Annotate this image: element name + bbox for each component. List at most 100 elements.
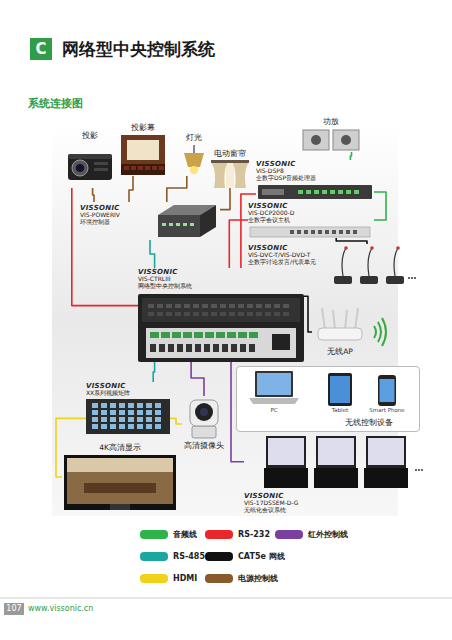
pc-illustration (249, 371, 299, 405)
central-controller: VISSONICVIS-CTRLIII网络型中央控制系统 (138, 268, 304, 362)
light: 灯光 (176, 134, 212, 176)
pc: PC (245, 371, 303, 415)
brand-name: VISSONIC (86, 382, 170, 390)
cable-connector (93, 188, 94, 202)
lamp-illustration (181, 145, 207, 175)
cable-connector (170, 418, 182, 424)
legend-text: CAT5e 网线 (238, 552, 308, 562)
dcp-illustration (250, 227, 370, 237)
cable-connector (153, 362, 154, 382)
model-number: VIS-CTRLIII (138, 276, 258, 283)
website: www.vissonic.cn (28, 603, 138, 615)
dsp-processor: VISSONICVIS-DSP8全数字DSP音频处理器 (256, 160, 374, 200)
brand-name: VISSONIC (256, 160, 356, 168)
legend-text: 红外控制线 (308, 530, 378, 540)
mics-illustration (330, 246, 416, 286)
device-label: PC (245, 407, 303, 413)
device-label: 无线AP (312, 348, 368, 357)
conference-host: VISSONICVIS-DCP2000-D全数字会议主机 (248, 202, 374, 238)
cable-connector (304, 296, 312, 332)
cable-connector (220, 188, 230, 210)
legend-text: RS-485 (173, 552, 243, 562)
device-label: Tablet (323, 407, 357, 413)
matrix-illustration (86, 399, 170, 434)
legend-text: 电源控制线 (238, 574, 308, 584)
environment-controller: VISSONICVIS-POWERIV环境控制器 (80, 202, 220, 240)
cable-connector (129, 176, 133, 202)
model-number: VIS-DCP2000-D (248, 210, 358, 217)
model-number: XX系列视频矩阵 (86, 390, 170, 397)
device-label: 投影 (64, 132, 116, 141)
section-badge: C (30, 38, 52, 60)
legend-swatch (205, 530, 233, 539)
tablet: Tablet (323, 373, 357, 415)
delegate-unit: VISSONICVIS-DVC-T/VIS-DVD-T全数字讨论发言/代表单元 (248, 244, 418, 288)
device-description: 无纸化会议系统 (244, 507, 384, 514)
device-description: 全数字讨论发言/代表单元 (248, 259, 322, 266)
smart-phone: Smart Phone (361, 375, 413, 415)
legend-swatch (205, 552, 233, 561)
device-label: 电动窗帘 (208, 150, 252, 159)
device-label: 4K高清显示 (62, 444, 178, 453)
device-description: 全数字会议主机 (248, 217, 358, 224)
legend-text: 音频线 (173, 530, 243, 540)
motorized-curtain: 电动窗帘 (208, 150, 252, 188)
page-title: 网络型中央控制系统 (62, 38, 382, 60)
wireless-ap: 无线AP (312, 306, 368, 358)
display-illustration (64, 455, 176, 510)
legend-swatch (140, 552, 168, 561)
proj-illustration (66, 146, 114, 186)
camera-illustration (186, 396, 222, 440)
cable-connector (167, 176, 187, 202)
brand-name: VISSONIC (80, 204, 154, 212)
amp-illustration (303, 128, 359, 152)
ctrl-illustration (138, 294, 304, 362)
ap-illustration (316, 306, 364, 346)
projector: 投影 (64, 132, 116, 188)
legend-text: RS-232 (238, 530, 308, 540)
paperless-system: VISSONICVIS-17DSSEM-D-G无纸化会议系统 (244, 436, 424, 522)
wireless-device-group: 无线控制设备PCTabletSmart Phone (236, 366, 420, 432)
tablet-illustration (328, 373, 352, 406)
section-heading: 系统连接图 (28, 98, 118, 111)
device-description: 全数字DSP音频处理器 (256, 175, 366, 182)
phone-illustration (378, 375, 396, 406)
paperless-illustration (244, 436, 424, 490)
video-matrix: VISSONICXX系列视频矩阵 (86, 382, 170, 434)
model-number: VIS-POWERIV (80, 212, 154, 219)
brand-name: VISSONIC (138, 268, 258, 276)
curtain-illustration (211, 160, 249, 188)
device-label: 投影幕 (118, 124, 168, 133)
hd-camera: 高清摄像头 (182, 396, 226, 452)
legend-text: HDMI (173, 574, 243, 584)
model-number: VIS-DSP8 (256, 168, 356, 175)
brand-name: VISSONIC (248, 244, 328, 252)
device-label: 灯光 (176, 134, 212, 143)
cable-connector (191, 362, 204, 396)
cable-connector (229, 220, 248, 268)
device-description: 环境控制器 (80, 219, 154, 226)
cable-connector (336, 238, 367, 244)
wireless-symbol (374, 318, 386, 346)
background-panel (52, 124, 398, 516)
device-description: 网络型中央控制系统 (138, 283, 258, 290)
legend-swatch (140, 530, 168, 539)
brand-name: VISSONIC (248, 202, 358, 210)
legend-swatch (275, 530, 303, 539)
power-illustration (154, 203, 218, 239)
device-label: Smart Phone (361, 407, 413, 413)
cable-connector (374, 192, 386, 220)
legend-swatch (140, 574, 168, 583)
4k-display: 4K高清显示 (62, 444, 178, 510)
footer-rule (0, 598, 452, 599)
model-number: VIS-17DSSEM-D-G (244, 500, 384, 507)
projection-screen: 投影幕 (118, 124, 168, 176)
device-label: 高清摄像头 (174, 442, 234, 451)
page-number: 107 (4, 603, 24, 615)
device-label: 功放 (300, 118, 362, 127)
amplifier: 功放 (300, 118, 362, 152)
brand-name: VISSONIC (244, 492, 384, 500)
legend-swatch (205, 574, 233, 583)
cable-connector (350, 152, 351, 160)
